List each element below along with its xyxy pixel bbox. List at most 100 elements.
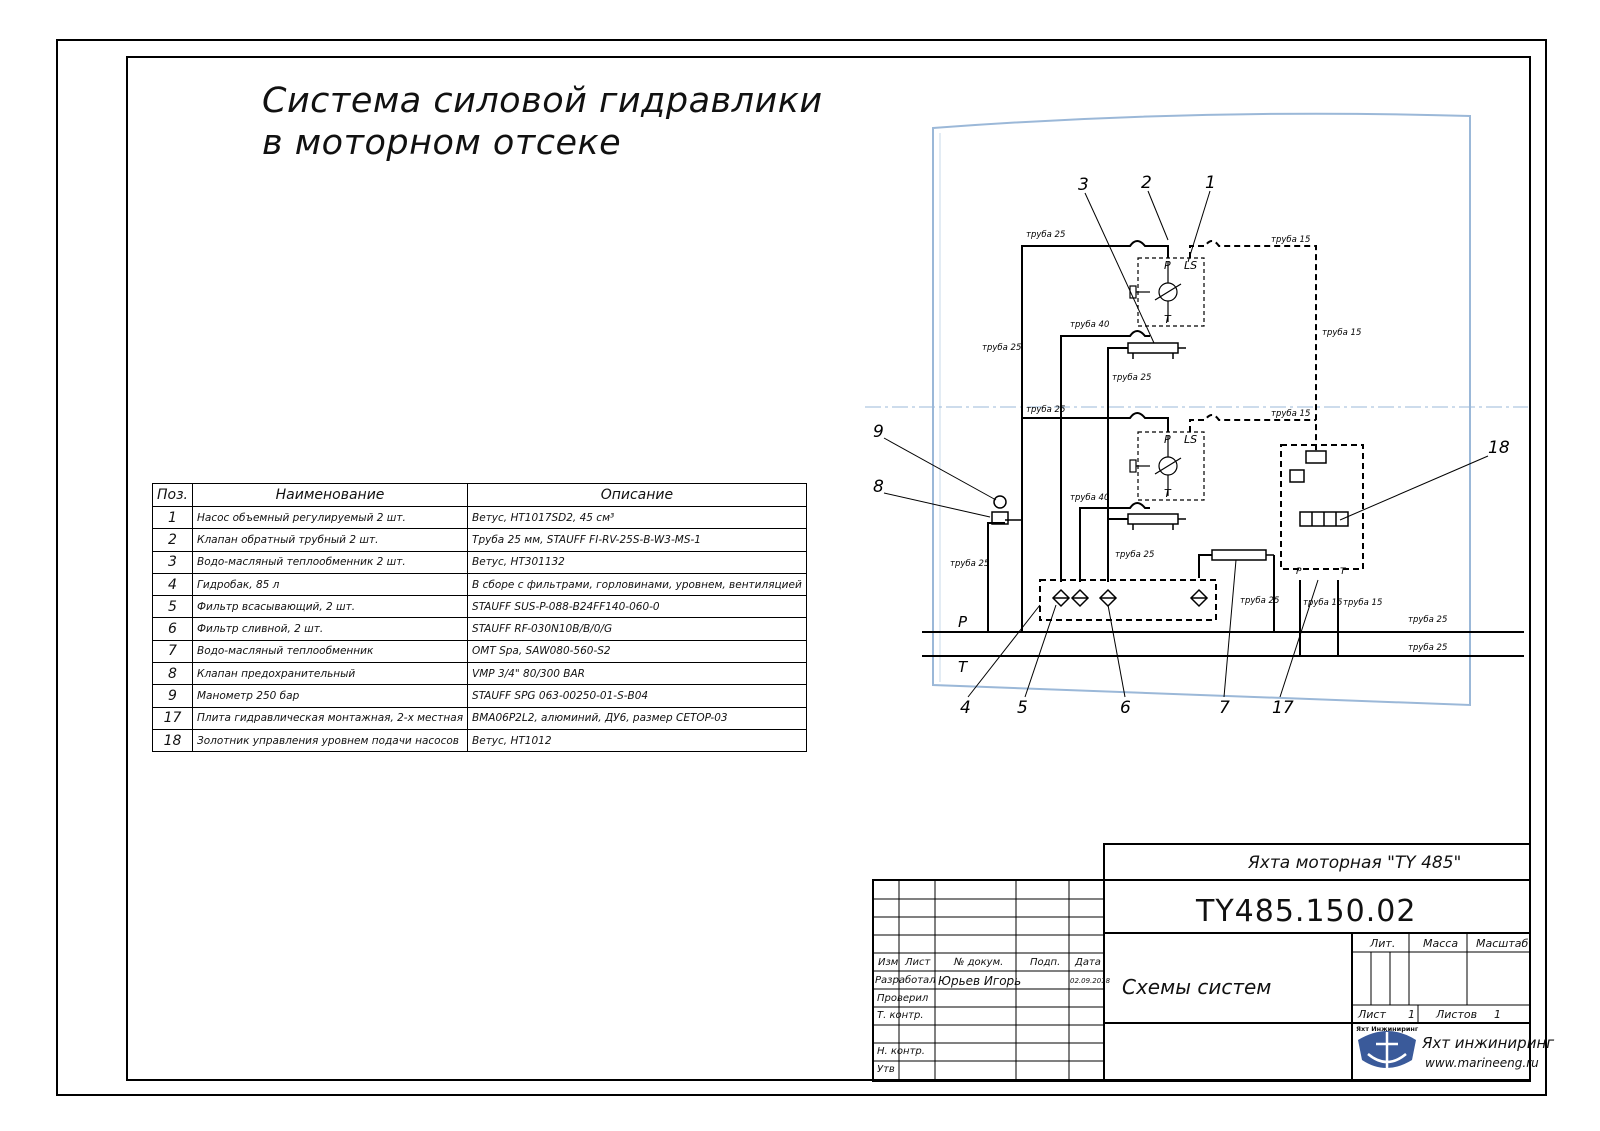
port-labels: P LS T P LS T P T — [1164, 259, 1347, 577]
pipe-label: труба 15 — [1343, 598, 1382, 608]
tank-line-label: T — [958, 658, 969, 676]
spec-cell-desc: OMT Spa, SAW080-560-S2 — [467, 639, 807, 664]
sheet-label: Лист — [1358, 1008, 1386, 1021]
spec-cell-pos: 18 — [152, 728, 193, 753]
logo-text: Яхт Инжиниринг — [1356, 1025, 1419, 1033]
pipe-label: труба 25 — [982, 343, 1021, 353]
port-t: T — [1164, 487, 1172, 500]
callout-17: 17 — [1272, 698, 1294, 718]
filters — [1051, 588, 1209, 608]
spec-cell-desc: Труба 25 мм, STAUFF FI-RV-25S-B-W3-MS-1 — [467, 528, 807, 552]
col-list: Лист — [905, 957, 931, 968]
pipe-labels: труба 25 труба 15 труба 40 труба 15 труб… — [950, 230, 1447, 653]
pipe-label: труба 40 — [1070, 320, 1109, 330]
pipe-label: труба 25 — [1408, 643, 1447, 653]
callout-7: 7 — [1219, 698, 1230, 718]
document-title: Схемы систем — [1122, 975, 1272, 999]
col-date: Дата — [1075, 957, 1101, 968]
spec-cell-name: Манометр 250 бар — [191, 684, 469, 708]
spec-cell-desc: Ветус, HT301132 — [467, 550, 807, 574]
pipe-label: труба 15 — [1322, 328, 1361, 338]
ls-control-pipes — [1039, 240, 1364, 621]
sheets-value: 1 — [1494, 1008, 1501, 1021]
col-doc-no: № докум. — [954, 957, 1004, 968]
spec-cell-name: Водо-масляный теплообменник — [191, 639, 469, 664]
callout-5: 5 — [1017, 698, 1028, 718]
pipe-label: труба 25 — [1026, 405, 1065, 415]
callout-4: 4 — [960, 698, 971, 718]
callout-9: 9 — [873, 422, 884, 442]
port-t: T — [1340, 567, 1347, 577]
sheet-value: 1 — [1408, 1008, 1415, 1021]
header-name: Наименование — [191, 483, 469, 507]
pipe-label: труба 15 — [1303, 598, 1342, 608]
callout-numbers: 3 2 1 9 8 18 4 5 6 7 17 — [873, 173, 1510, 718]
spec-cell-name: Водо-масляный теплообменник 2 шт. — [191, 550, 469, 574]
spec-cell-desc: Ветус, HT1012 — [467, 728, 807, 753]
pressure-line-label: P — [958, 613, 968, 631]
sheets-label: Листов — [1436, 1008, 1478, 1021]
page-title: Система силовой гидравлики в моторном от… — [262, 80, 823, 164]
callout-1: 1 — [1205, 173, 1216, 193]
port-p: P — [1164, 259, 1171, 272]
spec-cell-desc: Ветус, HT1017SD2, 45 см³ — [467, 505, 807, 530]
pipe-label: труба 25 — [1026, 230, 1065, 240]
lit-label: Лит. — [1370, 937, 1396, 950]
developer-date: 02.09.2018 — [1070, 977, 1111, 985]
pipe-label: труба 25 — [950, 559, 989, 569]
col-sign: Подп. — [1030, 957, 1061, 968]
callout-leaders — [883, 190, 1489, 698]
spec-cell-name: Фильтр всасывающий, 2 шт. — [191, 595, 469, 619]
pipe-label: труба 25 — [1240, 596, 1279, 606]
spool-valve — [1289, 450, 1349, 527]
spec-cell-pos: 17 — [152, 706, 193, 730]
sheet-outer-frame — [56, 39, 1547, 1096]
spec-header-row: Поз. Наименование Описание — [152, 483, 807, 507]
hull-outline — [932, 112, 1471, 707]
pipe-label: труба 40 — [1070, 493, 1109, 503]
pipe-label: труба 25 — [1115, 550, 1154, 560]
pump-2 — [1129, 431, 1205, 501]
pipe-label: труба 25 — [1408, 615, 1447, 625]
spec-cell-desc: BMA06P2L2, алюминий, ДУ6, размер CETOP-0… — [467, 706, 807, 730]
document-code: TY485.150.02 — [1196, 894, 1417, 929]
company-logo-icon — [1358, 1031, 1416, 1068]
col-izm: Изм — [878, 957, 899, 968]
port-p: P — [1164, 433, 1171, 446]
spec-cell-name: Клапан предохранительный — [191, 662, 469, 686]
port-ls: LS — [1184, 433, 1197, 446]
spec-cell-desc: STAUFF SPG 063-00250-01-S-B04 — [467, 684, 807, 708]
header-pos: Поз. — [152, 483, 193, 507]
sheet-inner-frame — [126, 56, 1531, 1081]
role-ncontrol: Н. контр. — [877, 1046, 925, 1057]
callout-3: 3 — [1078, 175, 1089, 195]
title-line-2: в моторном отсеке — [262, 123, 622, 163]
company-website: www.marineeng.ru — [1425, 1056, 1539, 1070]
mass-label: Масса — [1423, 937, 1459, 950]
spec-cell-name: Плита гидравлическая монтажная, 2-х мест… — [191, 706, 469, 730]
callout-8: 8 — [873, 477, 884, 497]
company-name: Яхт инжиниринг — [1422, 1034, 1555, 1052]
pipe-label: труба 15 — [1271, 409, 1310, 419]
gauge-and-relief-valve — [991, 495, 1022, 525]
spec-cell-desc: В сборе с фильтрами, горловинами, уровне… — [467, 572, 807, 597]
spec-cell-name: Клапан обратный трубный 2 шт. — [191, 528, 469, 552]
spec-cell-name: Насос объемный регулируемый 2 шт. — [191, 505, 469, 530]
spec-cell-desc: STAUFF RF-030N10B/B/0/G — [467, 617, 807, 641]
role-approved: Утв — [877, 1064, 895, 1075]
object-name: Яхта моторная "TY 485" — [1248, 853, 1462, 873]
callout-18: 18 — [1488, 438, 1510, 458]
pressure-pipes — [987, 240, 1339, 656]
port-t: T — [1164, 313, 1172, 326]
